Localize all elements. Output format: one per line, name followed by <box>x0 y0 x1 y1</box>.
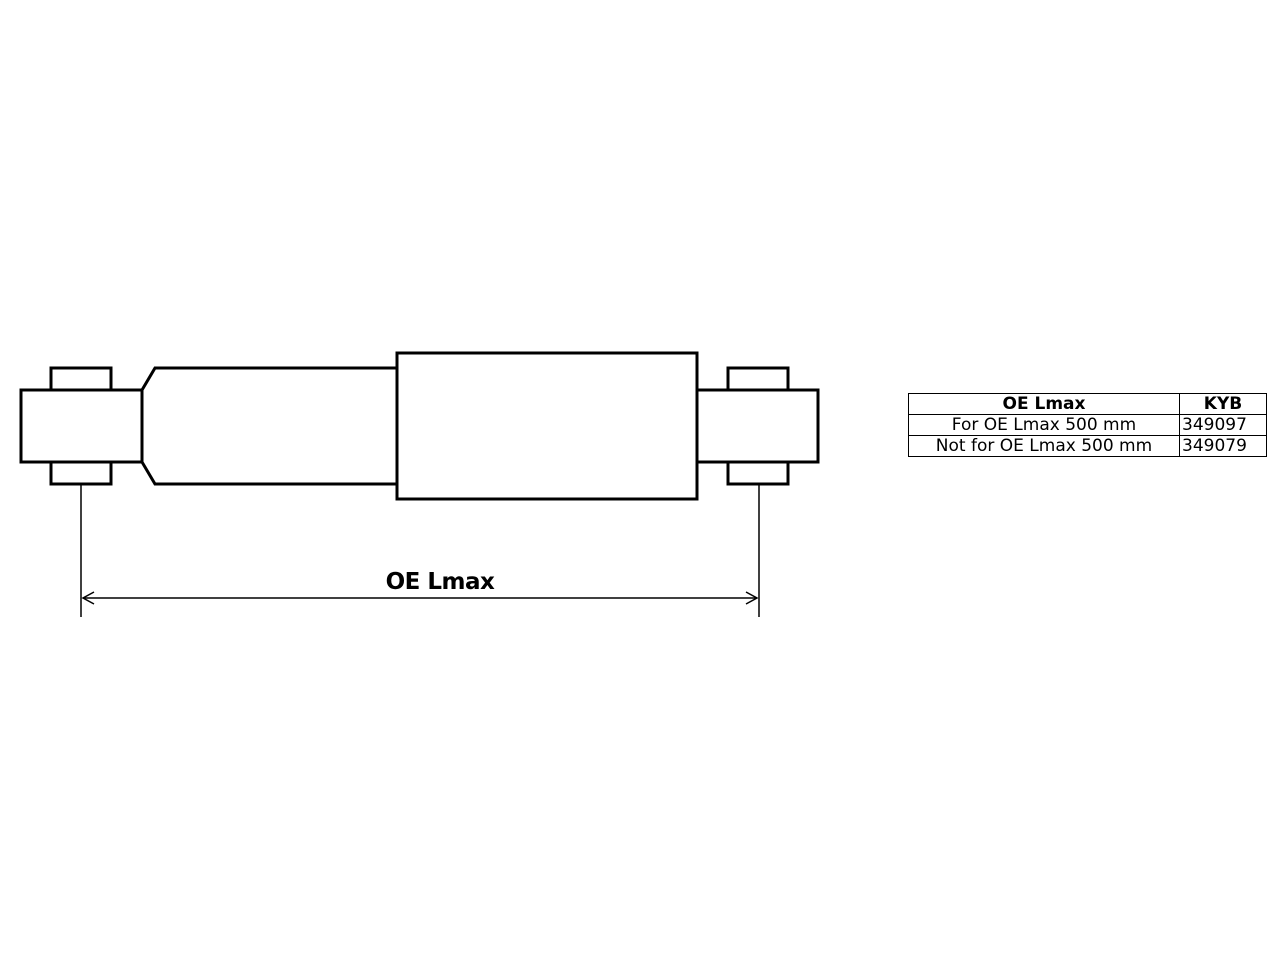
right-mount-bushing-bottom <box>726 460 790 486</box>
right-mount-eye <box>695 388 820 464</box>
right-mount-bushing-top <box>726 366 790 392</box>
header-kyb: KYB <box>1179 393 1267 415</box>
row-part-number: 349097 <box>1179 414 1267 436</box>
dimension-label: OE Lmax <box>385 569 495 595</box>
header-oe-lmax: OE Lmax <box>908 393 1180 415</box>
right-arrowhead <box>745 591 759 605</box>
row-condition: Not for OE Lmax 500 mm <box>908 435 1180 457</box>
table-header-row: OE Lmax KYB <box>908 393 1267 415</box>
left-arrowhead <box>81 591 95 605</box>
left-mount-bushing-top <box>49 366 113 392</box>
spec-table: OE Lmax KYB For OE Lmax 500 mm 349097 No… <box>908 393 1267 457</box>
left-mount-bushing-bottom <box>49 460 113 486</box>
row-part-number: 349079 <box>1179 435 1267 457</box>
piston-rod-shield <box>140 366 397 486</box>
table-row: Not for OE Lmax 500 mm 349079 <box>908 435 1267 457</box>
row-condition: For OE Lmax 500 mm <box>908 414 1180 436</box>
left-mount-eye <box>19 388 144 464</box>
cylinder-body <box>395 351 699 501</box>
table-row: For OE Lmax 500 mm 349097 <box>908 414 1267 436</box>
